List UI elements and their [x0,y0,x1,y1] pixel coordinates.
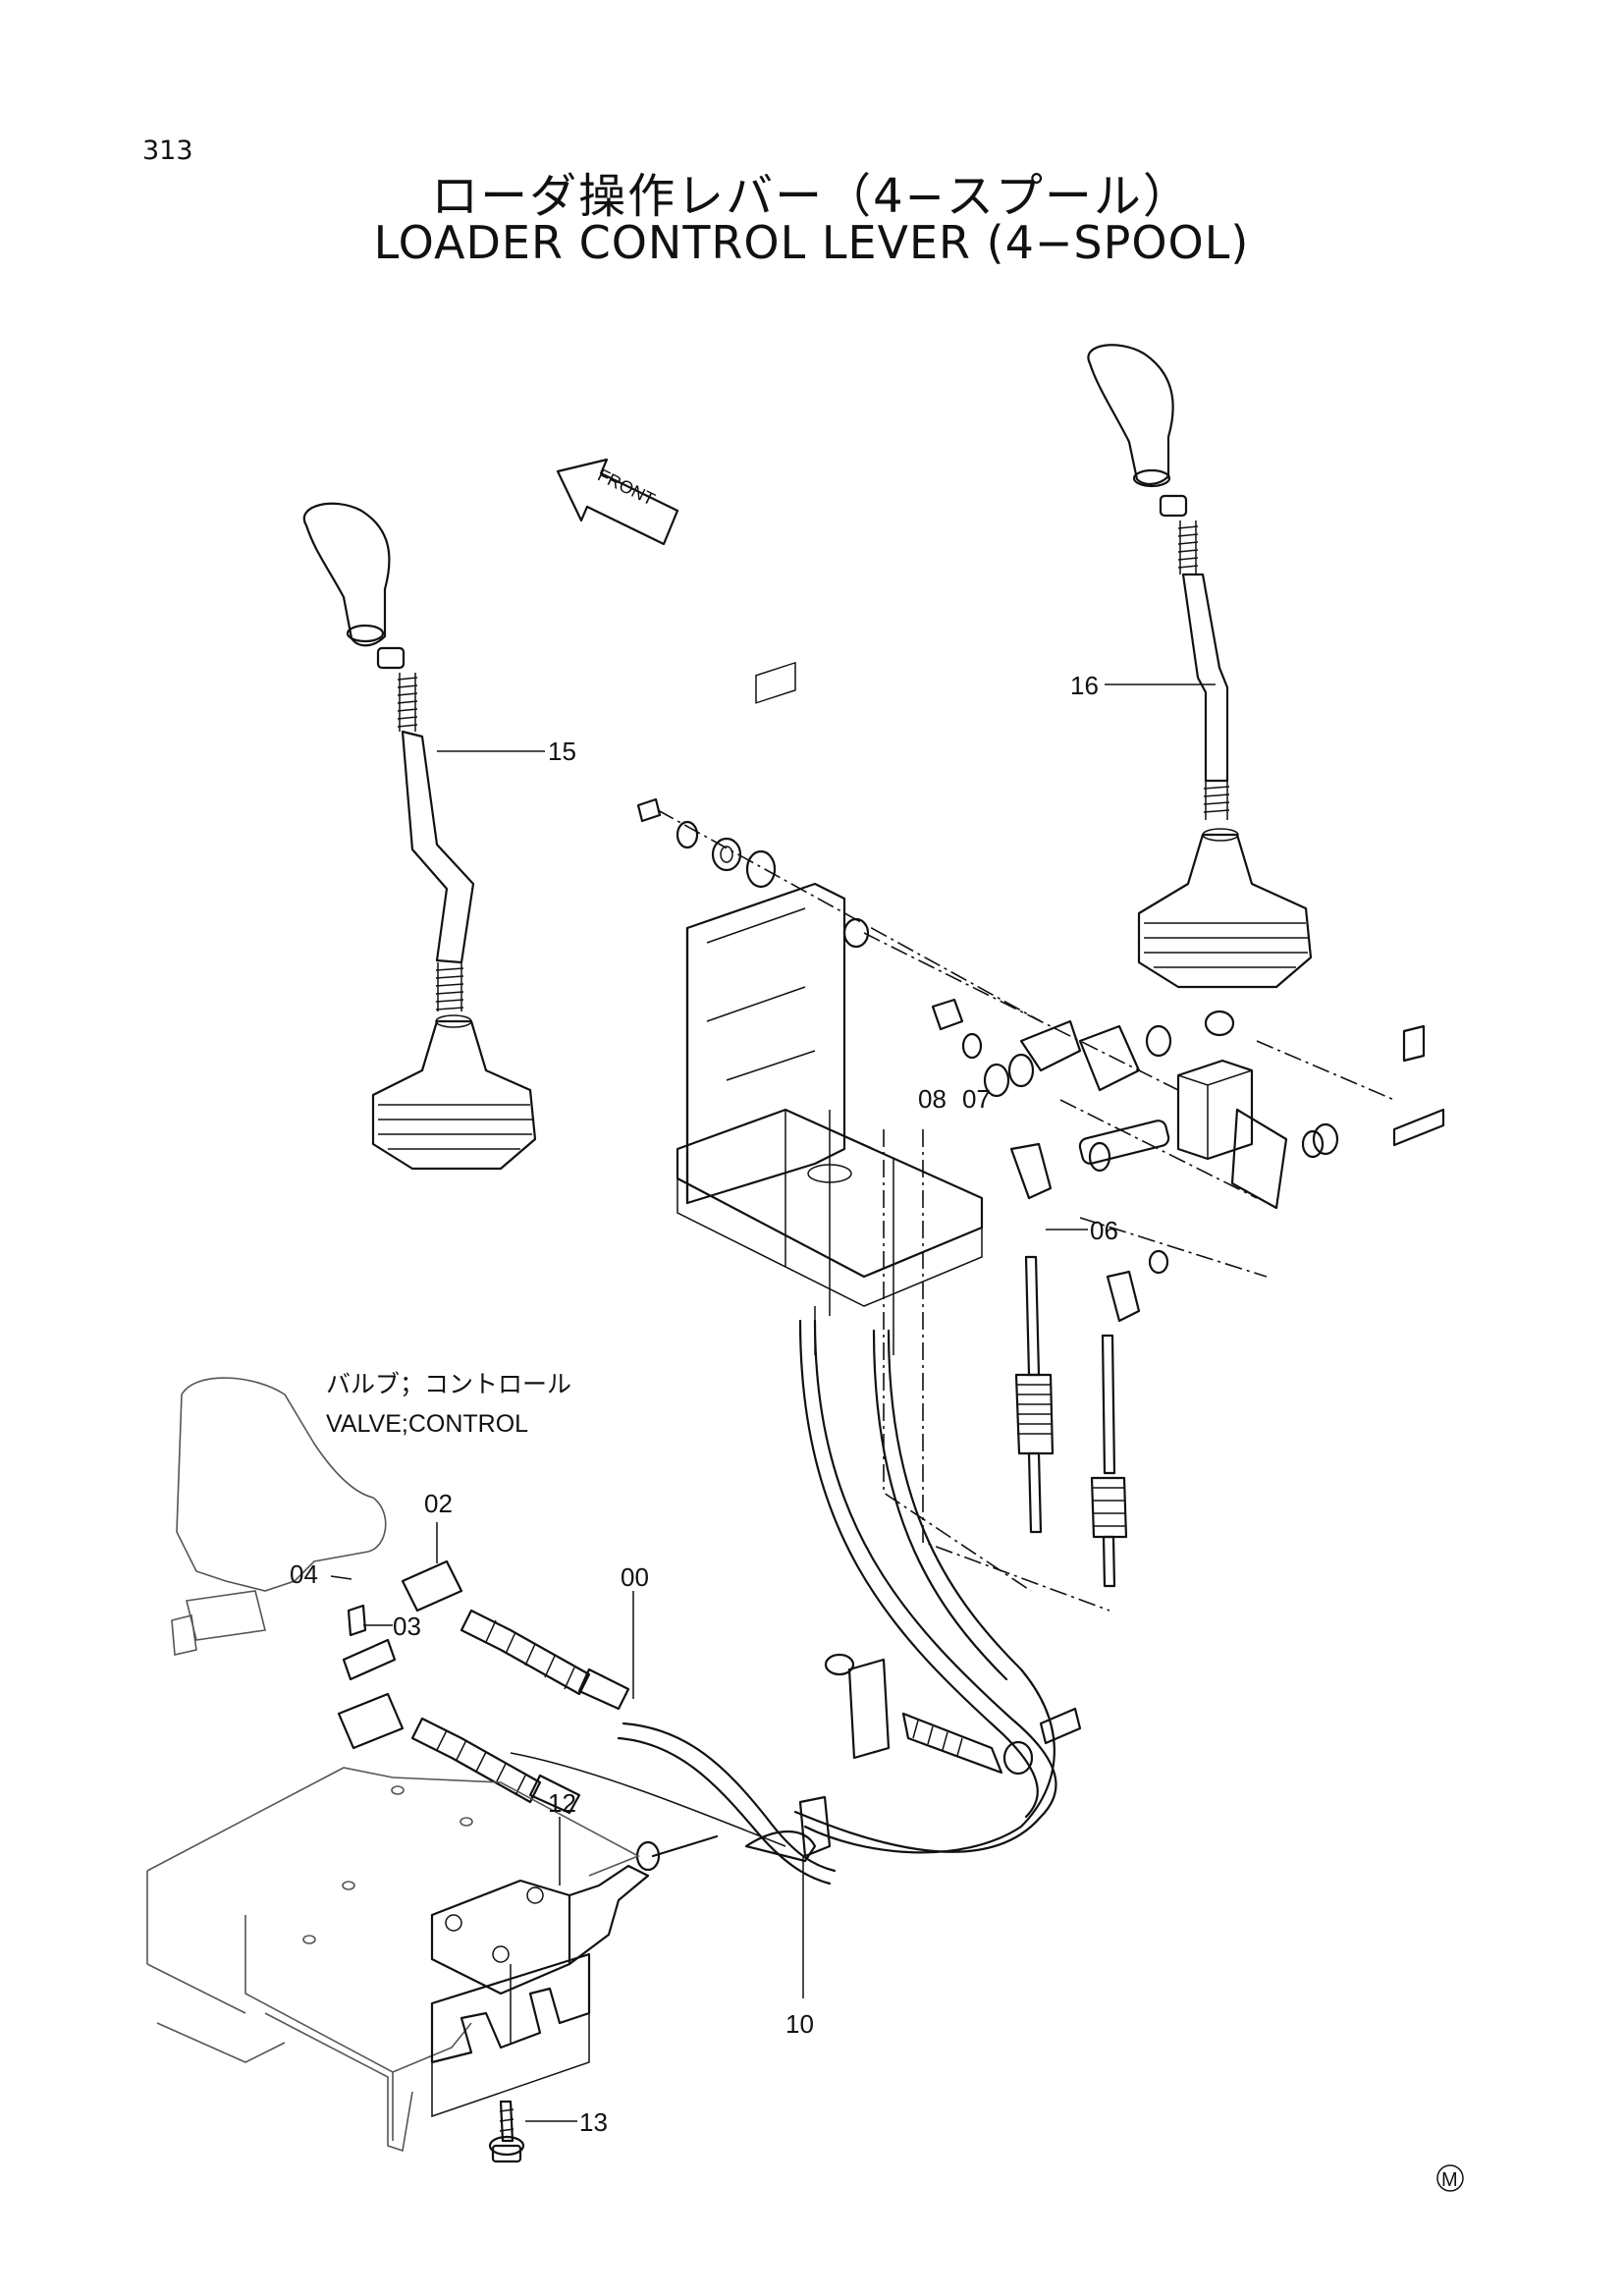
cable-sleeves [410,1591,634,1815]
bolt-13-icon [488,2100,525,2163]
base-plate-outline [146,1767,640,2153]
valve-label-jp: バルブ；コントロール [326,1371,571,1398]
callout-15: 15 [548,737,576,766]
lever-pivot-parts [931,998,1445,1323]
cable-clamp [635,1653,1082,1872]
cable-bracket [430,1864,650,2118]
callout-10: 10 [785,2009,814,2039]
clevis-and-pin [337,1559,463,1750]
callout-16: 16 [1070,671,1099,700]
callout-07: 07 [962,1084,991,1114]
control-cables [510,1319,1057,1886]
callout-06: 06 [1090,1216,1118,1245]
callout-12: 12 [548,1788,576,1818]
callout-04: 04 [290,1559,318,1589]
callout-03: 03 [393,1612,421,1641]
valve-label-en: VALVE;CONTROL [326,1410,528,1438]
title-japanese: ローダ操作レバー（4−スプール） [431,169,1192,224]
left-lever-assembly [302,502,545,1171]
right-lever-assembly [1087,344,1313,989]
callout-08: 08 [918,1084,947,1114]
callout-13: 13 [579,2107,608,2137]
mounting-bracket [676,661,984,1355]
callout-00: 00 [621,1562,649,1592]
pin-and-washers [636,797,870,949]
cable-rod-ends [1014,1255,1128,1588]
title-english: LOADER CONTROL LEVER (4−SPOOL) [373,216,1250,269]
control-valve-outline [171,1377,387,1656]
front-label: FRONT [595,465,658,509]
corner-mark: M [1441,2169,1458,2191]
assembly-centerlines [657,809,1395,1612]
callout-02: 02 [424,1489,453,1518]
front-arrow-icon: FRONT [556,458,679,546]
page-number: 313 [142,136,193,166]
